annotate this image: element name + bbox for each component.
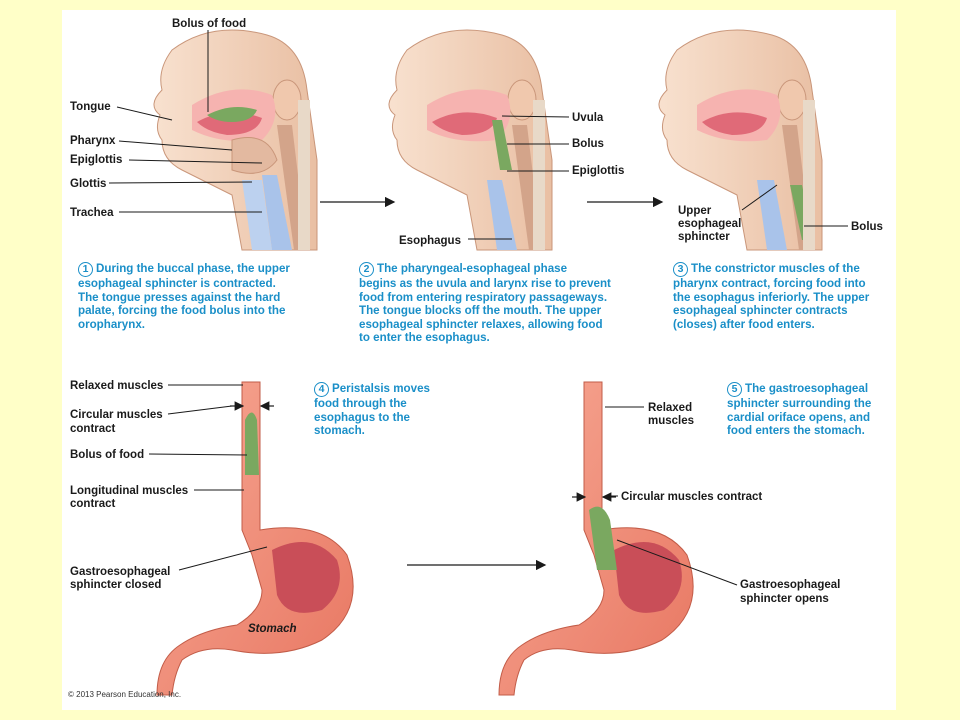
- label-bolus-of-food-4: Bolus of food: [70, 449, 144, 461]
- label-relaxed-muscles-4: Relaxed muscles: [70, 380, 163, 392]
- label-epiglottis-2: Epiglottis: [572, 165, 624, 177]
- label-relaxed-muscles-5b: muscles: [648, 415, 694, 427]
- label-epiglottis-1: Epiglottis: [70, 154, 122, 166]
- head-illustration-3: [658, 29, 823, 251]
- label-upper-sphincter-3: sphincter: [678, 231, 730, 243]
- bolus-5: [589, 506, 617, 570]
- step-number-1: 1: [78, 262, 93, 277]
- diagram-panel: Bolus of food Tongue Pharynx Epiglottis …: [62, 10, 896, 710]
- label-circular-contract-4b: contract: [70, 423, 116, 435]
- bolus-2: [492, 120, 512, 170]
- label-upper-sphincter-1: Upper: [678, 205, 712, 217]
- label-circular-contract-5: Circular muscles contract: [621, 491, 762, 503]
- label-esophagus: Esophagus: [399, 235, 461, 247]
- label-uvula: Uvula: [572, 112, 604, 124]
- stomach-illustration-5: [498, 381, 694, 696]
- bolus-4: [245, 412, 259, 475]
- bolus-1: [207, 106, 257, 122]
- stomach-illustration-4: [156, 381, 354, 696]
- label-gastro-closed-a: Gastroesophageal: [70, 566, 170, 578]
- label-relaxed-muscles-5a: Relaxed: [648, 402, 692, 414]
- label-bolus-2: Bolus: [572, 138, 604, 150]
- label-gastro-opens-a: Gastroesophageal: [740, 579, 840, 591]
- label-longitudinal-4a: Longitudinal muscles: [70, 485, 188, 497]
- step-number-3: 3: [673, 262, 688, 277]
- leader-lines: [108, 30, 848, 586]
- label-gastro-opens-b: sphincter opens: [740, 593, 829, 605]
- label-trachea: Trachea: [70, 207, 114, 219]
- swallowing-diagram: Bolus of food Tongue Pharynx Epiglottis …: [70, 18, 883, 696]
- label-upper-sphincter-2: esophageal: [678, 218, 741, 230]
- label-bolus-3: Bolus: [851, 221, 883, 233]
- step-number-4: 4: [314, 382, 329, 397]
- label-bolus-of-food-top: Bolus of food: [172, 18, 246, 30]
- head-illustration-1: [153, 29, 318, 251]
- label-tongue: Tongue: [70, 101, 111, 113]
- label-longitudinal-4b: contract: [70, 498, 116, 510]
- head-illustration-2: [388, 29, 553, 251]
- step-number-2: 2: [359, 262, 374, 277]
- label-gastro-closed-b: sphincter closed: [70, 579, 161, 591]
- label-pharynx: Pharynx: [70, 135, 116, 147]
- copyright-notice: © 2013 Pearson Education, Inc.: [68, 690, 182, 699]
- step-number-5: 5: [727, 382, 742, 397]
- label-stomach: Stomach: [248, 623, 297, 635]
- label-circular-contract-4a: Circular muscles: [70, 409, 163, 421]
- label-glottis: Glottis: [70, 178, 106, 190]
